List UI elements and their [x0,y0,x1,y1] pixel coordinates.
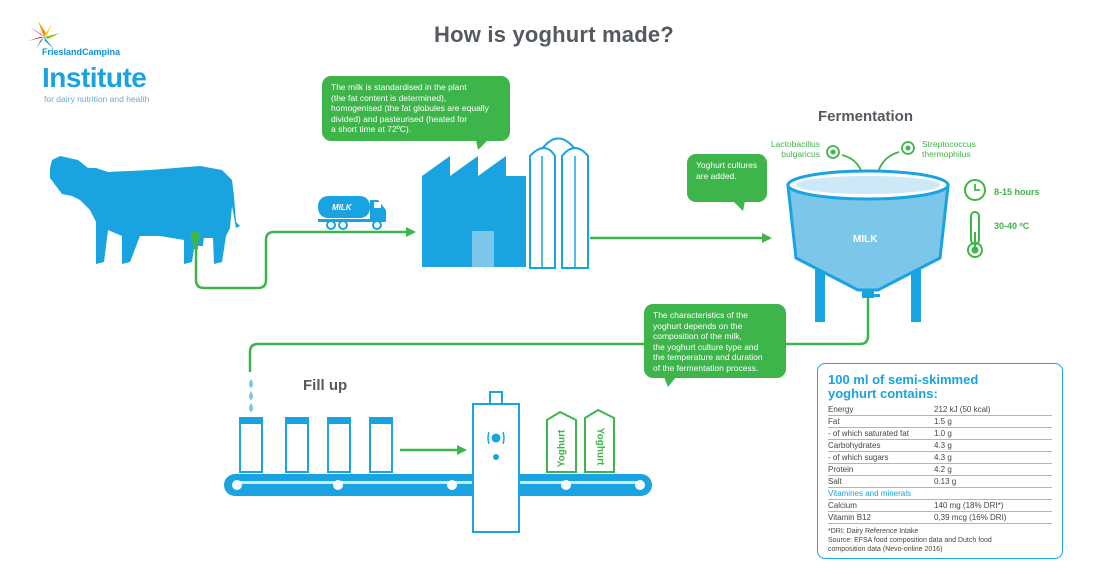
streptococcus-label: Streptococcus thermophilus [922,139,976,159]
fermentation-tank [786,169,950,322]
thermometer-icon [967,211,983,258]
lactobacillus-label: Lactobacillus bulgaricus [770,139,820,159]
milk-truck-icon [318,196,386,230]
clock-icon [964,179,986,201]
temperature-label: 30-40 ºC [994,221,1030,231]
nutrition-panel: 100 ml of semi-skimmed yoghurt contains:… [817,363,1063,559]
fermentation-title: Fermentation [818,108,914,125]
standardise-bubble: The milk is standardised in the plant (t… [322,76,510,141]
pack-label: Yoghurt [594,427,606,466]
tank-label: MILK [853,234,878,245]
starburst-logo-icon [28,21,60,49]
lactobacillus-icon [826,145,840,159]
page-title: How is yoghurt made? [434,22,674,47]
pipe-tank-to-filling [248,298,870,372]
bubble-tail [664,377,676,387]
bubble-tail [733,201,745,211]
nutrition-footnote: *DRI: Dairy Reference Intake Source: EFS… [828,528,992,553]
nutrition-section-heading: Vitamines and minerals [828,488,1052,500]
characteristics-bubble: The characteristics of the yoghurt depen… [644,304,786,378]
truck-label: MILK [332,203,352,212]
brand-name: FrieslandCampina [42,47,121,57]
nutrition-title: 100 ml of semi-skimmed yoghurt contains: [828,372,979,401]
milking-machine-icon [191,232,200,249]
factory-icon [422,137,589,269]
duration-label: 8-15 hours [994,187,1040,197]
cultures-bubble: Yoghurt cultures are added. [687,154,767,202]
drops-icon [249,379,253,412]
streptococcus-icon [901,141,915,155]
fill-up-title: Fill up [303,377,348,394]
cow-icon [50,156,240,264]
yoghurt-pack-icon [546,408,615,473]
pipe-cow-to-factory [194,227,416,290]
filling-machine-icon [472,391,520,533]
conveyor-belt [224,474,652,496]
institute-name: Institute [42,62,147,93]
cup-icons [239,417,393,473]
bubble-tail [476,140,488,150]
pack-label: Yoghurt [556,429,568,468]
institute-tagline: for dairy nutrition and health [44,94,150,104]
